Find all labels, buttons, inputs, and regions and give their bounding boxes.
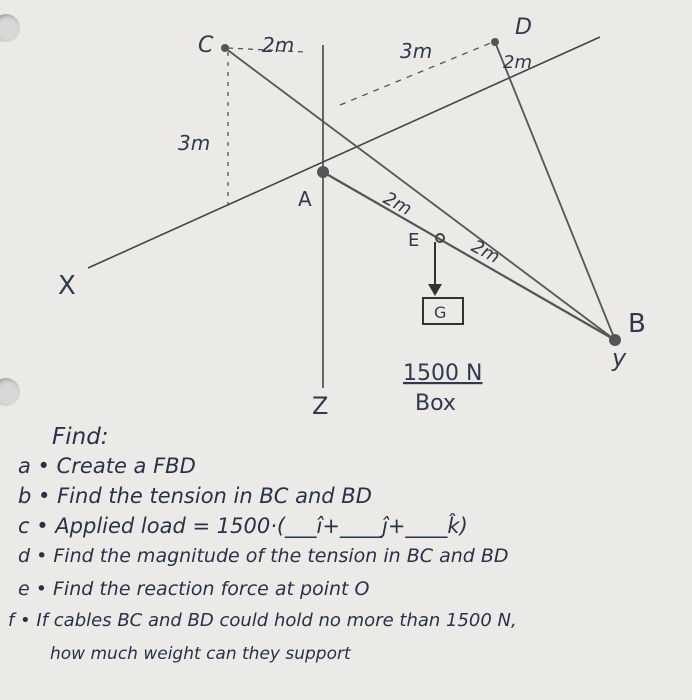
dash-c-top (227, 47, 306, 53)
member-ab (322, 171, 616, 341)
item-marker: c • (18, 514, 49, 538)
load-label: Box (415, 391, 456, 416)
problem-item-d: d • Find the magnitude of the tension in… (18, 545, 509, 567)
dim-d-side: 2m (503, 52, 532, 73)
axis-y-label: y (611, 344, 627, 372)
dim-c-left: 3m (178, 131, 210, 155)
item-text: Find the magnitude of the tension in BC … (53, 545, 509, 567)
problem-item-b: b • Find the tension in BC and BD (18, 484, 372, 508)
problem-item-a: a • Create a FBD (18, 454, 196, 478)
point-b (609, 334, 621, 346)
label-e: E (408, 230, 419, 251)
item-text: Find the tension in BC and BD (57, 484, 372, 508)
label-d: D (515, 15, 532, 40)
problem-item-e: e • Find the reaction force at point O (18, 578, 369, 600)
dim-a-e: 2m (380, 188, 415, 220)
label-b: B (628, 309, 646, 339)
point-e (435, 233, 445, 243)
cable-bd (494, 41, 616, 341)
dim-d-top: 3m (400, 39, 432, 63)
item-marker: d • (18, 545, 48, 567)
dash-d (339, 41, 494, 106)
binder-hole (0, 14, 20, 42)
label-c: C (198, 33, 214, 58)
arrow-down-icon (428, 284, 442, 296)
point-c (221, 44, 229, 52)
item-text: Create a FBD (56, 454, 196, 478)
label-g: G (434, 303, 446, 322)
x-axis-line (87, 36, 601, 269)
item-marker: f • (8, 610, 31, 631)
binder-hole (0, 378, 20, 406)
problem-item-c: c • Applied load = 1500·(___î+____ĵ+____… (18, 514, 468, 538)
point-d (491, 38, 499, 46)
item-text: Applied load = 1500·(___î+____ĵ+____k̂) (55, 514, 468, 538)
cable-bc (224, 47, 616, 341)
problem-item-f-cont: how much weight can they support (50, 644, 351, 664)
item-text: how much weight can they support (50, 644, 351, 664)
item-text: Find the reaction force at point O (52, 578, 370, 600)
dim-e-b: 2m (468, 236, 503, 268)
item-text: If cables BC and BD could hold no more t… (36, 610, 517, 631)
problem-item-f: f • If cables BC and BD could hold no mo… (8, 610, 517, 631)
load-value: 1500 N (403, 361, 482, 386)
box-g (422, 297, 464, 325)
axis-z-label: Z (312, 392, 328, 420)
item-marker: a • (18, 454, 50, 478)
item-marker: e • (18, 578, 47, 600)
item-marker: b • (18, 484, 51, 508)
point-a (317, 166, 329, 178)
find-heading: Find: (52, 424, 109, 450)
axis-x-label: X (58, 271, 76, 301)
dim-c-top: 2m (262, 33, 294, 57)
label-a: A (298, 187, 312, 211)
